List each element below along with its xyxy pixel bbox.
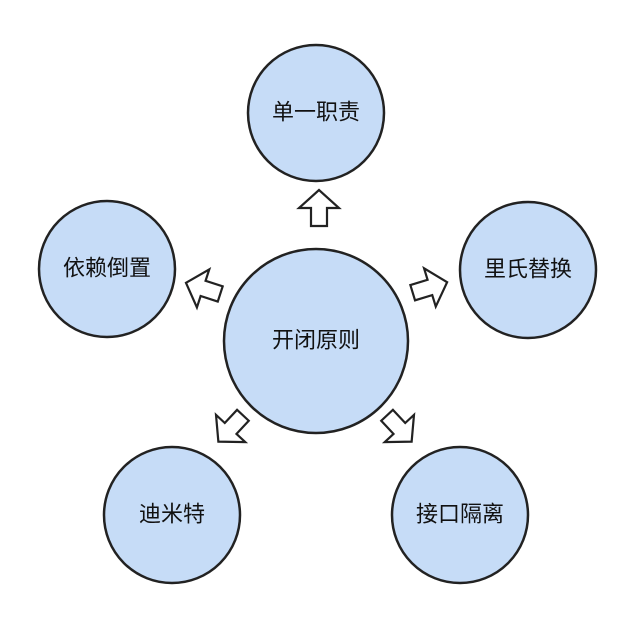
- node-dip: 依赖倒置: [37, 199, 177, 339]
- node-lod: 迪米特: [102, 445, 242, 585]
- node-lsp-label: 里氏替换: [484, 258, 572, 283]
- node-isp-circle: [390, 445, 530, 585]
- node-lod-label: 迪米特: [139, 503, 205, 528]
- node-srp: 单一职责: [246, 43, 386, 183]
- node-isp-label: 接口隔离: [416, 503, 504, 528]
- arrow-to-srp: [296, 188, 342, 228]
- node-lod-circle: [102, 445, 242, 585]
- node-lsp: 里氏替换: [458, 200, 598, 340]
- arrow-to-lod: [214, 408, 251, 444]
- node-srp-label: 单一职责: [272, 101, 360, 126]
- node-dip-circle: [37, 199, 177, 339]
- node-isp: 接口隔离: [390, 445, 530, 585]
- center-node: 开闭原则: [222, 247, 410, 435]
- node-srp-circle: [246, 43, 386, 183]
- center-node-label: 开闭原则: [272, 329, 360, 354]
- arrow-to-dip: [184, 266, 225, 311]
- arrows: [184, 188, 449, 444]
- arrow-to-lsp: [408, 265, 449, 310]
- arrow-to-isp: [379, 408, 416, 444]
- center-node-circle: [222, 247, 410, 435]
- node-lsp-circle: [458, 200, 598, 340]
- node-dip-label: 依赖倒置: [63, 257, 151, 282]
